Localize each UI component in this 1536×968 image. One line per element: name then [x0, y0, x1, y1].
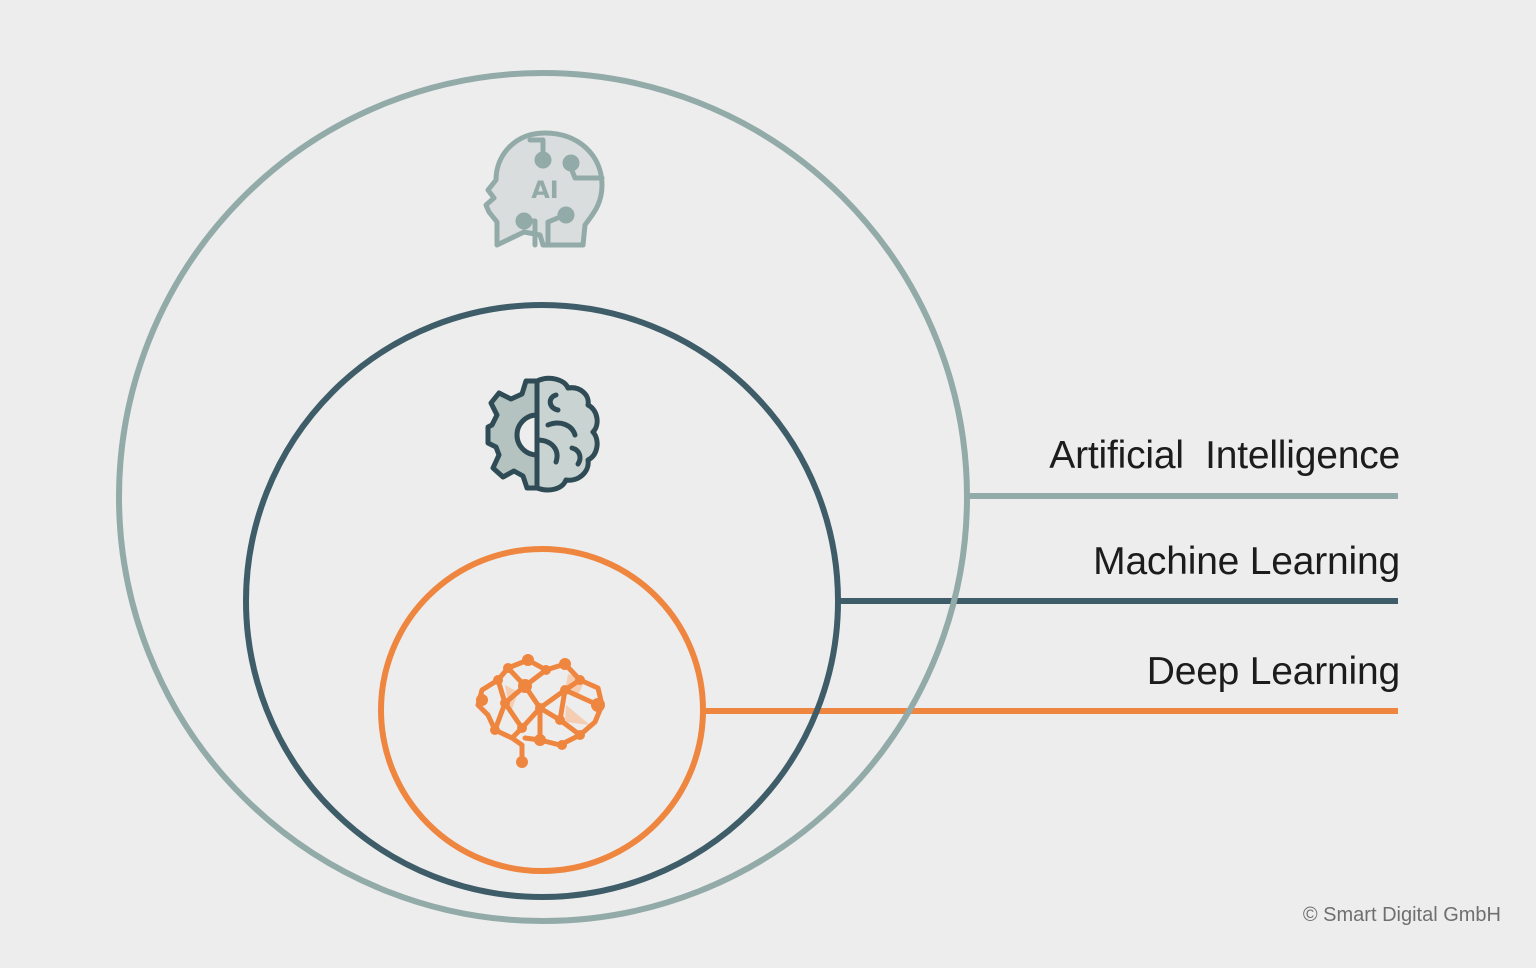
ml-label: Machine Learning — [1093, 540, 1400, 583]
ai-head-icon: AI — [483, 130, 605, 248]
dl-label: Deep Learning — [1146, 650, 1400, 693]
neural-brain-icon — [475, 654, 605, 768]
ml-circle — [243, 302, 841, 900]
ai-circle — [116, 70, 970, 924]
copyright-notice: © Smart Digital GmbH — [1302, 904, 1501, 926]
ai-head-text: AI — [531, 176, 559, 204]
dl-circle — [378, 546, 706, 874]
gear-brain-icon — [485, 375, 600, 493]
ai-label: Artificial Intelligence — [1049, 434, 1400, 477]
